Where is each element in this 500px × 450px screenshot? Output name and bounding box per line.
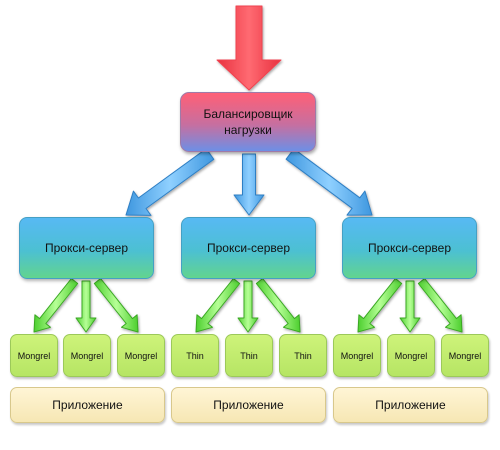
- app-server-label: Mongrel: [17, 350, 51, 361]
- app-server-box: Mongrel: [10, 334, 58, 377]
- proxy-to-server-arrow: [357, 278, 403, 333]
- proxy-to-server-arrow: [195, 278, 241, 333]
- proxy-to-server-arrow: [399, 280, 421, 333]
- app-server-label: Mongrel: [394, 350, 428, 361]
- app-server-box: Mongrel: [441, 334, 489, 377]
- app-server-box: Mongrel: [333, 334, 381, 377]
- app-server-label: Mongrel: [340, 350, 374, 361]
- proxy-server-label: Прокси-сервер: [45, 241, 128, 255]
- proxy-to-server-arrow: [417, 278, 463, 333]
- balancer-to-proxy-arrow: [233, 153, 265, 216]
- balancer-to-proxy-arrow: [285, 148, 373, 216]
- proxy-to-server-arrow: [33, 278, 79, 333]
- app-server-label: Thin: [240, 350, 258, 361]
- application-label: Приложение: [213, 398, 284, 412]
- app-server-label: Mongrel: [124, 350, 158, 361]
- app-server-box: Mongrel: [63, 334, 111, 377]
- application-label: Приложение: [52, 398, 123, 412]
- proxy-server-label: Прокси-сервер: [207, 241, 290, 255]
- app-server-box: Thin: [171, 334, 219, 377]
- app-server-label: Mongrel: [448, 350, 482, 361]
- app-server-box: Mongrel: [387, 334, 435, 377]
- app-server-box: Mongrel: [117, 334, 165, 377]
- proxy-server-box: Прокси-сервер: [19, 217, 154, 279]
- application-label: Приложение: [375, 398, 446, 412]
- proxy-server-label: Прокси-сервер: [368, 241, 451, 255]
- proxy-server-box: Прокси-сервер: [181, 217, 316, 279]
- balancer-to-proxy-arrow: [125, 148, 215, 216]
- proxy-to-server-arrow: [93, 278, 139, 333]
- application-box: Приложение: [171, 387, 326, 423]
- proxy-to-server-arrow: [237, 280, 259, 333]
- app-server-box: Thin: [225, 334, 273, 377]
- load-balancer-box: Балансировщик нагрузки: [180, 92, 316, 152]
- incoming-arrow: [216, 5, 282, 91]
- proxy-to-server-arrow: [75, 280, 97, 333]
- proxy-to-server-arrow: [255, 278, 301, 333]
- proxy-server-box: Прокси-сервер: [342, 217, 477, 279]
- application-box: Приложение: [10, 387, 165, 423]
- app-server-label: Thin: [294, 350, 312, 361]
- app-server-label: Mongrel: [70, 350, 104, 361]
- load-balancer-label: Балансировщик нагрузки: [203, 107, 293, 137]
- app-server-box: Thin: [279, 334, 327, 377]
- application-box: Приложение: [333, 387, 488, 423]
- app-server-label: Thin: [186, 350, 204, 361]
